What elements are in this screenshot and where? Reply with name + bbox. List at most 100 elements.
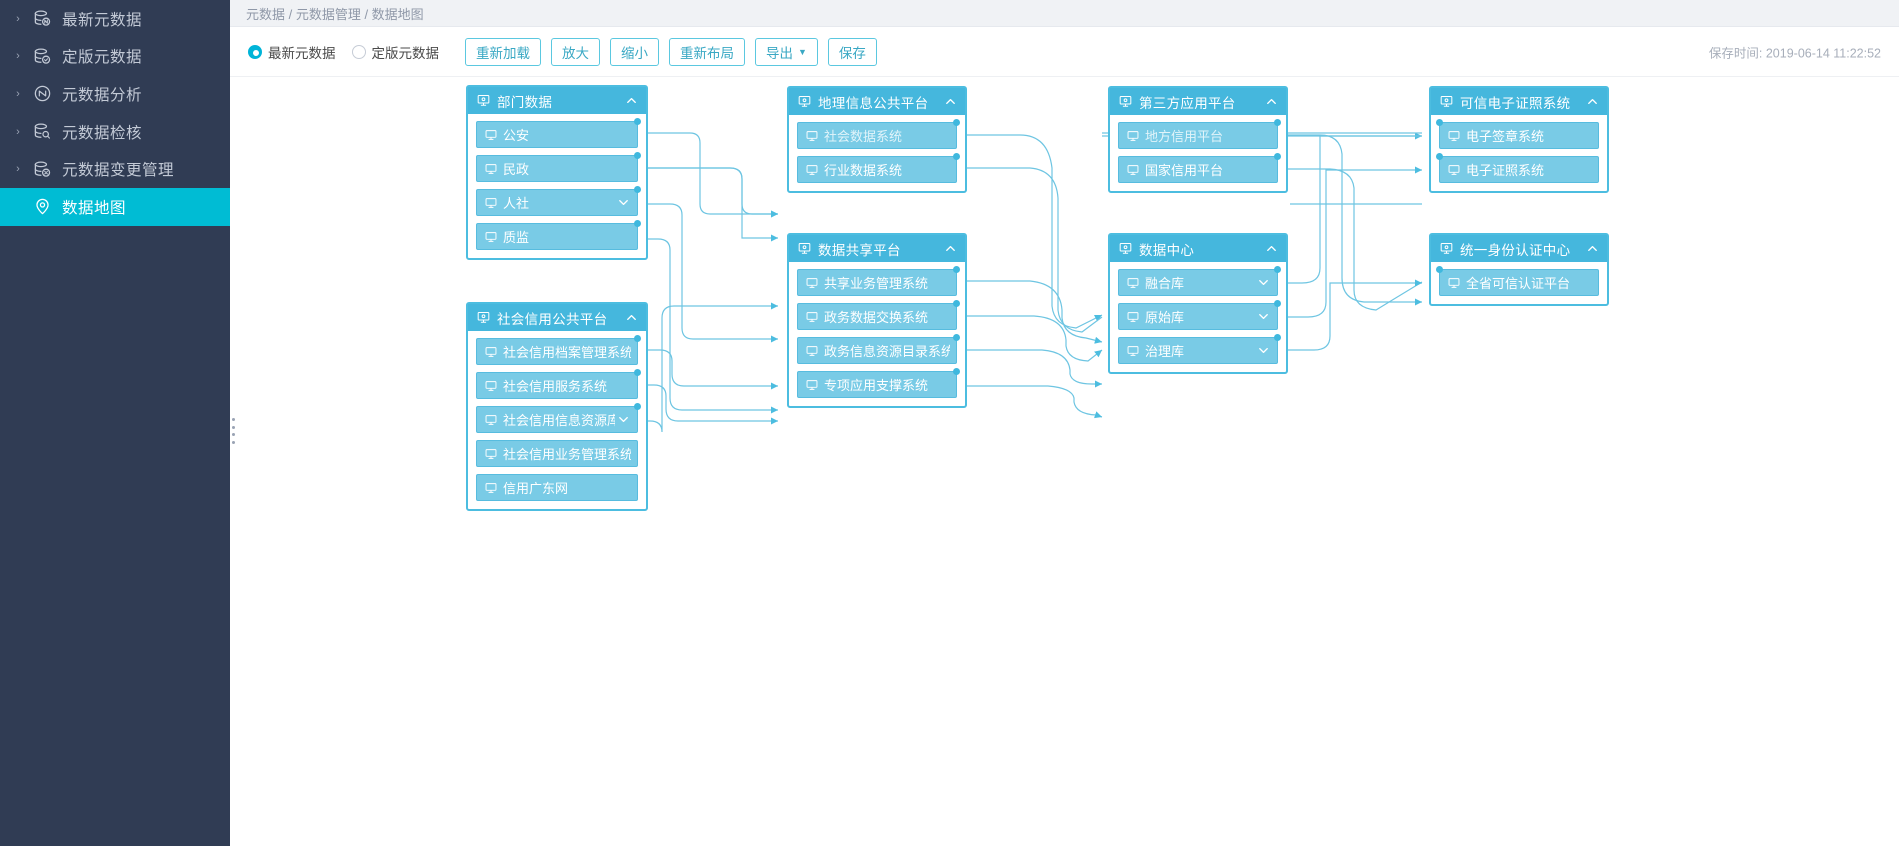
graph-canvas[interactable]: 部门数据公安民政人社质监社会信用公共平台社会信用档案管理系统社会信用服务系统社会… bbox=[230, 78, 1899, 846]
chevron-up-icon[interactable] bbox=[1584, 241, 1600, 257]
toolbar-button-5[interactable]: 保存 bbox=[827, 37, 877, 66]
group-monitor-icon bbox=[797, 94, 812, 109]
connection-port bbox=[1274, 334, 1281, 341]
node-share-3[interactable]: 专项应用支撑系统 bbox=[797, 368, 960, 398]
sidebar-item-5[interactable]: 数据地图 bbox=[0, 187, 230, 226]
sidebar-item-0[interactable]: ›最新元数据 bbox=[0, 0, 230, 38]
group-credit[interactable]: 社会信用公共平台社会信用档案管理系统社会信用服务系统社会信用信息资源库社会信用业… bbox=[466, 302, 648, 511]
group-datacenter[interactable]: 数据中心融合库原始库治理库 bbox=[1108, 233, 1288, 374]
group-header-dept[interactable]: 部门数据 bbox=[468, 87, 646, 114]
toolbar-button-3[interactable]: 重新布局 bbox=[669, 37, 745, 66]
node-identity-0[interactable]: 全省可信认证平台 bbox=[1436, 266, 1599, 296]
toolbar-button-label: 重新布局 bbox=[680, 45, 734, 61]
chevron-down-icon[interactable] bbox=[1255, 343, 1271, 359]
node-label: 专项应用支撑系统 bbox=[824, 378, 929, 393]
group-dept[interactable]: 部门数据公安民政人社质监 bbox=[466, 85, 648, 260]
node-thirdparty-0[interactable]: 地方信用平台 bbox=[1118, 119, 1281, 149]
node-share-0[interactable]: 共享业务管理系统 bbox=[797, 266, 960, 296]
chevron-up-icon[interactable] bbox=[623, 93, 639, 109]
map-pin-icon bbox=[28, 197, 56, 216]
node-datacenter-0[interactable]: 融合库 bbox=[1118, 266, 1281, 296]
chevron-down-icon[interactable] bbox=[1255, 309, 1271, 325]
toolbar-button-0[interactable]: 重新加载 bbox=[465, 37, 541, 66]
radio-1[interactable]: 定版元数据 bbox=[351, 42, 440, 62]
chevron-down-icon[interactable] bbox=[615, 412, 631, 428]
database-x-icon bbox=[28, 160, 56, 179]
group-header-license[interactable]: 可信电子证照系统 bbox=[1431, 88, 1607, 115]
connection-port bbox=[953, 300, 960, 307]
node-label: 全省可信认证平台 bbox=[1466, 276, 1571, 291]
node-dept-1[interactable]: 民政 bbox=[476, 152, 641, 182]
node-label: 融合库 bbox=[1145, 276, 1185, 291]
group-title: 社会信用公共平台 bbox=[497, 311, 608, 327]
chevron-up-icon[interactable] bbox=[942, 241, 958, 257]
connection-port bbox=[1436, 119, 1443, 126]
sidebar-item-3[interactable]: ›元数据检核 bbox=[0, 113, 230, 151]
toolbar-button-label: 导出 bbox=[766, 45, 793, 61]
node-geo-0[interactable]: 社会数据系统 bbox=[797, 119, 960, 149]
node-license-1[interactable]: 电子证照系统 bbox=[1436, 153, 1599, 183]
group-header-share[interactable]: 数据共享平台 bbox=[789, 235, 965, 262]
node-dept-3[interactable]: 质监 bbox=[476, 220, 641, 250]
group-share[interactable]: 数据共享平台共享业务管理系统政务数据交换系统政务信息资源目录系统专项应用支撑系统 bbox=[787, 233, 967, 408]
node-dept-2[interactable]: 人社 bbox=[476, 186, 641, 216]
group-header-identity[interactable]: 统一身份认证中心 bbox=[1431, 235, 1607, 262]
chevron-up-icon[interactable] bbox=[1263, 241, 1279, 257]
database-check-icon bbox=[28, 47, 56, 66]
group-header-credit[interactable]: 社会信用公共平台 bbox=[468, 304, 646, 331]
chevron-down-icon[interactable] bbox=[1255, 275, 1271, 291]
group-license[interactable]: 可信电子证照系统电子签章系统电子证照系统 bbox=[1429, 86, 1609, 193]
node-label: 公安 bbox=[503, 128, 530, 143]
node-monitor-icon bbox=[484, 230, 498, 244]
group-thirdparty[interactable]: 第三方应用平台地方信用平台国家信用平台 bbox=[1108, 86, 1288, 193]
node-share-1[interactable]: 政务数据交换系统 bbox=[797, 300, 960, 330]
group-header-datacenter[interactable]: 数据中心 bbox=[1110, 235, 1286, 262]
sidebar-item-4[interactable]: ›元数据变更管理 bbox=[0, 150, 230, 188]
group-header-geo[interactable]: 地理信息公共平台 bbox=[789, 88, 965, 115]
connection-port bbox=[634, 403, 641, 410]
node-label: 政务数据交换系统 bbox=[824, 310, 929, 325]
sidebar-item-1[interactable]: ›定版元数据 bbox=[0, 38, 230, 76]
group-body-credit: 社会信用档案管理系统社会信用服务系统社会信用信息资源库社会信用业务管理系统信用广… bbox=[468, 331, 646, 509]
node-geo-1[interactable]: 行业数据系统 bbox=[797, 153, 960, 183]
radio-0[interactable]: 最新元数据 bbox=[248, 42, 336, 62]
node-dept-0[interactable]: 公安 bbox=[476, 118, 641, 148]
node-label: 地方信用平台 bbox=[1145, 129, 1224, 144]
node-credit-0[interactable]: 社会信用档案管理系统 bbox=[476, 335, 641, 365]
node-thirdparty-1[interactable]: 国家信用平台 bbox=[1118, 153, 1281, 183]
node-license-0[interactable]: 电子签章系统 bbox=[1436, 119, 1599, 149]
chevron-up-icon[interactable] bbox=[1584, 94, 1600, 110]
chevron-up-icon[interactable] bbox=[942, 94, 958, 110]
radio-label: 定版元数据 bbox=[371, 45, 440, 61]
node-datacenter-1[interactable]: 原始库 bbox=[1118, 300, 1281, 330]
connection-port bbox=[1274, 300, 1281, 307]
group-monitor-icon bbox=[1439, 241, 1454, 256]
chevron-up-icon[interactable] bbox=[1263, 94, 1279, 110]
group-body-thirdparty: 地方信用平台国家信用平台 bbox=[1110, 115, 1286, 191]
toolbar-button-4[interactable]: 导出▼ bbox=[755, 37, 818, 66]
sidebar-resize-handle[interactable] bbox=[230, 418, 236, 444]
sidebar-item-label: 元数据变更管理 bbox=[62, 162, 175, 180]
node-credit-3[interactable]: 社会信用业务管理系统 bbox=[476, 440, 638, 467]
group-monitor-icon bbox=[1439, 94, 1454, 109]
sidebar-item-2[interactable]: ›元数据分析 bbox=[0, 75, 230, 113]
connection-port bbox=[1274, 153, 1281, 160]
group-identity[interactable]: 统一身份认证中心全省可信认证平台 bbox=[1429, 233, 1609, 306]
node-monitor-icon bbox=[805, 276, 819, 290]
node-credit-2[interactable]: 社会信用信息资源库 bbox=[476, 403, 641, 433]
group-header-thirdparty[interactable]: 第三方应用平台 bbox=[1110, 88, 1286, 115]
node-share-2[interactable]: 政务信息资源目录系统 bbox=[797, 334, 960, 364]
chevron-up-icon[interactable] bbox=[623, 310, 639, 326]
toolbar-button-1[interactable]: 放大 bbox=[551, 37, 600, 66]
node-credit-4[interactable]: 信用广东网 bbox=[476, 474, 638, 501]
node-monitor-icon bbox=[1447, 129, 1461, 143]
grip-dot bbox=[231, 418, 235, 421]
node-credit-1[interactable]: 社会信用服务系统 bbox=[476, 369, 641, 399]
group-geo[interactable]: 地理信息公共平台社会数据系统行业数据系统 bbox=[787, 86, 967, 193]
node-label: 社会信用信息资源库 bbox=[503, 413, 615, 428]
chevron-down-icon[interactable] bbox=[615, 195, 631, 211]
toolbar-button-2[interactable]: 缩小 bbox=[610, 37, 659, 66]
node-datacenter-2[interactable]: 治理库 bbox=[1118, 334, 1281, 364]
sidebar-item-label: 元数据分析 bbox=[62, 86, 143, 104]
connection-port bbox=[634, 335, 641, 342]
